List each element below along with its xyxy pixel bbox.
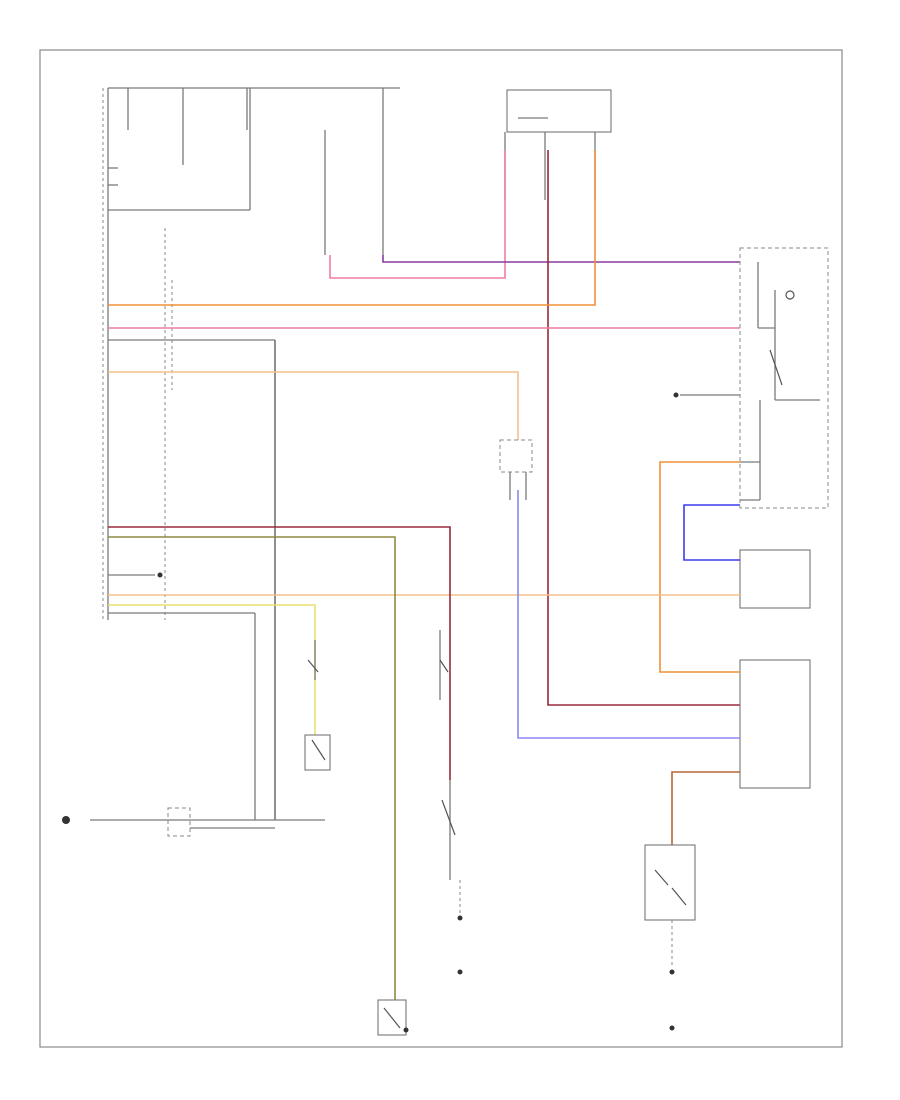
wire-pink-top [329, 150, 506, 279]
fuse-block-top [102, 87, 400, 820]
switch-middle-lower [439, 630, 463, 975]
switch-bottom-center [377, 999, 409, 1036]
connector-bottom-left [62, 807, 325, 837]
wire-brown-switch [671, 771, 740, 845]
right-module-dashed [673, 247, 829, 509]
wire-orange-right-loop [659, 461, 740, 673]
diagram-frame [39, 49, 843, 1048]
switch-left-lower [304, 640, 331, 771]
wire-orange-upper [108, 150, 596, 306]
wire-dark-red-lower [108, 526, 451, 780]
wire-light-orange-mid [108, 371, 519, 440]
wire-blue-right [683, 504, 740, 561]
wire-yellow-lower [108, 604, 316, 735]
right-connector-block [739, 549, 811, 789]
sensor-box-middle [499, 439, 533, 500]
switch-bottom-right [644, 844, 696, 1031]
wire-purple-top [382, 255, 740, 263]
wire-light-blue [517, 490, 740, 739]
wire-dark-red-vertical [547, 150, 740, 706]
wire-olive-lower [108, 536, 396, 1000]
